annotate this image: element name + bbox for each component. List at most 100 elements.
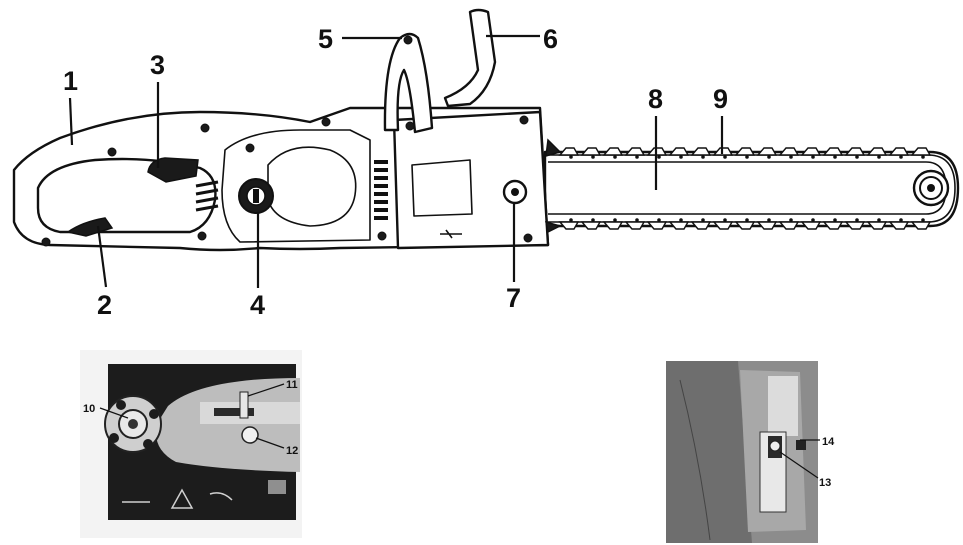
- callout-13-label: 13: [819, 477, 831, 489]
- chain-cutter: [580, 221, 602, 230]
- chain-rivet: [613, 218, 617, 222]
- callout-2: 2: [96, 225, 112, 320]
- chain-rivet: [921, 218, 925, 222]
- chain-rivet: [811, 218, 815, 222]
- detail-photo-sprocket: [80, 350, 302, 538]
- saw-chain: [548, 147, 956, 230]
- chain-cutter: [822, 147, 844, 156]
- chain-cutter: [668, 147, 690, 156]
- callout-3: 3: [150, 50, 165, 168]
- photo-warning-symbols: [122, 488, 233, 509]
- side-vent-slots: [374, 160, 388, 220]
- chain-rivet: [899, 155, 903, 159]
- chain-rivet: [679, 218, 683, 222]
- callout-10-label: 10: [83, 403, 95, 415]
- chain-rivet: [745, 218, 749, 222]
- chainsaw-illustration: [12, 8, 960, 252]
- chain-brake-lever: [443, 8, 497, 108]
- chain-rivet: [591, 155, 595, 159]
- chain-cutter: [888, 221, 910, 230]
- chain-rivet: [855, 155, 859, 159]
- housing-screws: [41, 115, 533, 247]
- callout-7: 7: [506, 203, 521, 313]
- callout-14-label: 14: [822, 436, 835, 448]
- chain-rivet: [789, 155, 793, 159]
- chain-rivet: [833, 155, 837, 159]
- chain-cutter: [800, 221, 822, 230]
- chain-cutter: [844, 221, 866, 230]
- photo-bar-bolt: [241, 426, 259, 444]
- callout-11-label: 11: [286, 379, 298, 391]
- chain-rivet: [745, 155, 749, 159]
- chain-cutter: [866, 147, 888, 156]
- chain-rivet: [591, 218, 595, 222]
- chain-cutter: [888, 147, 910, 156]
- callout-10: 10: [83, 403, 129, 419]
- chain-cutter: [866, 221, 888, 230]
- chain-rivet: [569, 155, 573, 159]
- callout-12-label: 12: [286, 445, 298, 457]
- chain-cutter: [580, 147, 602, 156]
- chain-cutter: [646, 221, 668, 230]
- chain-rivet: [833, 218, 837, 222]
- callout-13: 13: [779, 451, 831, 489]
- chain-cutter: [756, 221, 778, 230]
- callout-12: 12: [255, 437, 298, 457]
- photo-cover-panel: [666, 361, 752, 543]
- chain-rivet: [723, 155, 727, 159]
- chain-rivet: [657, 218, 661, 222]
- chain-cutter: [800, 147, 822, 156]
- callout-6: 6: [486, 24, 558, 54]
- chain-cutter: [756, 147, 778, 156]
- chain-rivet: [679, 155, 683, 159]
- callout-6-label: 6: [543, 24, 558, 54]
- callout-5-label: 5: [318, 24, 333, 54]
- motor-cover: [221, 129, 371, 243]
- chain-tension-knob: [502, 179, 528, 205]
- callout-4-label: 4: [250, 290, 265, 320]
- rear-vent-slots: [195, 180, 219, 212]
- oil-tank-cap: [238, 178, 274, 214]
- chain-rivet: [877, 155, 881, 159]
- chain-rivet: [613, 155, 617, 159]
- callout-14: 14: [800, 436, 835, 448]
- front-handle: [383, 32, 434, 134]
- chain-rivet: [877, 218, 881, 222]
- chain-cutter: [558, 221, 580, 230]
- chain-rivet: [855, 218, 859, 222]
- chain-cutter: [734, 147, 756, 156]
- chain-cutter: [690, 221, 712, 230]
- chain-cutter: [558, 147, 580, 156]
- chain-rivet: [723, 218, 727, 222]
- chain-cutter: [910, 147, 932, 156]
- chain-rivet: [767, 218, 771, 222]
- chain-rivet: [701, 155, 705, 159]
- callout-9-label: 9: [713, 84, 728, 114]
- bumper-spike-bottom: [545, 220, 563, 234]
- photo-drive-sprocket: [104, 395, 162, 453]
- photo-guide-bar: [156, 378, 300, 472]
- chain-cutter: [602, 147, 624, 156]
- chain-cutter: [690, 147, 712, 156]
- chain-cutter: [844, 147, 866, 156]
- callout-2-label: 2: [97, 290, 112, 320]
- callout-11: 11: [247, 379, 298, 397]
- chain-rivet: [899, 218, 903, 222]
- callout-5: 5: [318, 24, 402, 54]
- callout-7-label: 7: [506, 283, 521, 313]
- chain-cutter: [822, 221, 844, 230]
- chain-cutter: [910, 221, 932, 230]
- sprocket-cover-window: [411, 159, 473, 217]
- chain-cutter: [778, 147, 800, 156]
- callout-8-label: 8: [648, 84, 663, 114]
- chain-rivet: [789, 218, 793, 222]
- chain-rivet: [635, 218, 639, 222]
- switch-trigger: [66, 217, 114, 237]
- chain-cutter: [602, 221, 624, 230]
- motor-cover-oval: [267, 146, 357, 227]
- callout-1-label: 1: [63, 66, 78, 96]
- chain-rivet: [635, 155, 639, 159]
- detail-photo-tensioner: [666, 361, 818, 543]
- chain-rivet: [569, 218, 573, 222]
